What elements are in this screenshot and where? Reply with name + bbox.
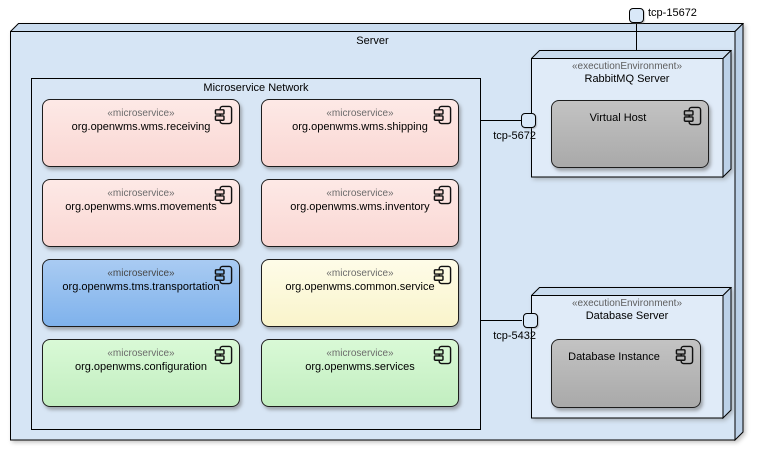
port-label-tcp-5672: tcp-5672 xyxy=(493,130,536,142)
microservice-box: «microservice» org.openwms.wms.inventory xyxy=(261,179,459,247)
database-instance-label: Database Instance xyxy=(568,351,660,363)
connector-tcp-5432 xyxy=(481,320,522,321)
virtual-host-component: Virtual Host xyxy=(551,100,709,168)
component-icon xyxy=(675,345,694,365)
database-stereotype: «executionEnvironment» xyxy=(571,298,683,309)
component-icon xyxy=(433,265,452,285)
port-tcp-15672 xyxy=(629,8,644,23)
microservice-stereotype: «microservice» xyxy=(107,108,175,119)
database-instance-component: Database Instance xyxy=(551,339,701,408)
rabbitmq-title: RabbitMQ Server xyxy=(584,73,670,85)
server-title: Server xyxy=(356,35,389,47)
microservice-name: org.openwms.common.service xyxy=(285,281,435,293)
microservice-name: org.openwms.wms.inventory xyxy=(290,201,430,213)
microservice-stereotype: «microservice» xyxy=(107,348,175,359)
database-title: Database Server xyxy=(585,310,669,322)
microservice-stereotype: «microservice» xyxy=(326,348,394,359)
microservice-box: «microservice» org.openwms.configuration xyxy=(42,339,240,407)
microservice-box: «microservice» org.openwms.wms.movements xyxy=(42,179,240,247)
microservice-box: «microservice» org.openwms.wms.receiving xyxy=(42,99,240,167)
port-label-tcp-15672: tcp-15672 xyxy=(648,7,697,19)
component-icon xyxy=(683,106,702,126)
component-icon xyxy=(214,345,233,365)
microservice-stereotype: «microservice» xyxy=(326,108,394,119)
component-icon xyxy=(214,105,233,125)
port-label-tcp-5432: tcp-5432 xyxy=(493,330,536,342)
microservice-stereotype: «microservice» xyxy=(326,188,394,199)
microservice-name: org.openwms.tms.transportation xyxy=(62,281,220,293)
microservice-stereotype: «microservice» xyxy=(107,268,175,279)
microservice-box: «microservice» org.openwms.services xyxy=(261,339,459,407)
component-icon xyxy=(433,105,452,125)
component-icon xyxy=(433,185,452,205)
rabbitmq-stereotype: «executionEnvironment» xyxy=(571,61,683,72)
connector-tcp-15672 xyxy=(636,23,637,51)
component-icon xyxy=(214,185,233,205)
component-icon xyxy=(214,265,233,285)
microservice-stereotype: «microservice» xyxy=(326,268,394,279)
microservice-box: «microservice» org.openwms.tms.transport… xyxy=(42,259,240,327)
microservice-name: org.openwms.configuration xyxy=(74,361,208,373)
connector-tcp-5672 xyxy=(481,120,522,121)
microservice-network-title: Microservice Network xyxy=(203,82,309,94)
microservice-name: org.openwms.wms.shipping xyxy=(292,121,428,133)
port-tcp-5432 xyxy=(523,313,538,328)
virtual-host-label: Virtual Host xyxy=(589,112,647,124)
microservice-name: org.openwms.services xyxy=(305,361,415,373)
component-icon xyxy=(433,345,452,365)
microservice-name: org.openwms.wms.movements xyxy=(65,201,217,213)
port-tcp-5672 xyxy=(521,113,536,128)
microservice-box: «microservice» org.openwms.wms.shipping xyxy=(261,99,459,167)
microservice-name: org.openwms.wms.receiving xyxy=(71,121,211,133)
microservice-stereotype: «microservice» xyxy=(107,188,175,199)
microservice-box: «microservice» org.openwms.common.servic… xyxy=(261,259,459,327)
